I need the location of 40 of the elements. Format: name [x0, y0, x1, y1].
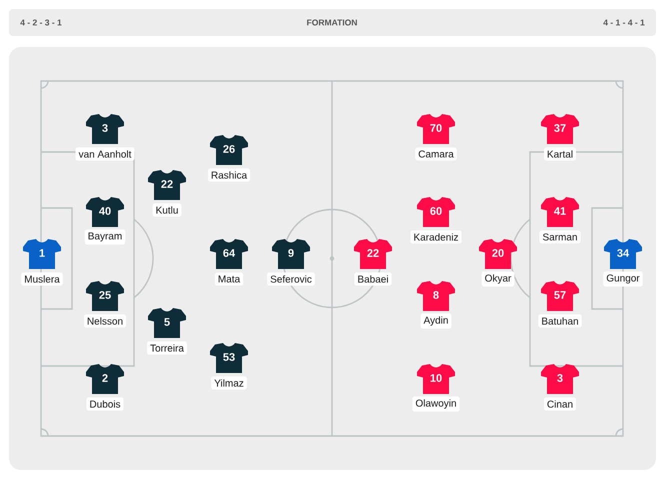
- name-label: Muslera: [21, 272, 63, 286]
- shirt: 70: [417, 114, 455, 144]
- shirt: 41: [541, 197, 579, 227]
- name-label: Torreira: [147, 341, 187, 355]
- shirt: 1: [23, 239, 61, 269]
- name-label: Aydin: [420, 313, 452, 329]
- shirt: 64: [210, 239, 248, 269]
- shirt: 37: [541, 114, 579, 144]
- shirt: 9: [272, 239, 310, 269]
- name-label: Okyar: [482, 271, 514, 287]
- shirt: 26: [210, 135, 248, 165]
- shirt: 53: [210, 343, 248, 373]
- title: FORMATION: [307, 20, 357, 26]
- shirt: 25: [86, 281, 124, 311]
- name-label: Seferovic: [267, 272, 315, 286]
- shirt: 3: [541, 364, 579, 394]
- name-label: Karadeniz: [410, 230, 462, 244]
- shirt: 22: [148, 170, 186, 200]
- name-label: Camara: [415, 147, 457, 161]
- shirt: 5: [148, 308, 186, 338]
- name-label: Olawoyin: [412, 396, 460, 412]
- formation-label: 4 - 1 - 4 - 1: [603, 20, 645, 26]
- formation-label: 4 - 2 - 3 - 1: [20, 20, 62, 26]
- shirt: 34: [604, 239, 642, 269]
- shirt: 20: [479, 239, 517, 269]
- shirt: 40: [86, 197, 124, 227]
- name-label: Kutlu: [152, 203, 182, 217]
- name-label: Mata: [214, 272, 244, 286]
- name-label: Batuhan: [538, 314, 582, 328]
- name-label: Gungor: [603, 271, 643, 287]
- name-label: Bayram: [84, 230, 126, 244]
- shirt: 10: [417, 364, 455, 394]
- name-label: Yilmaz: [211, 376, 247, 390]
- name-label: van Aanholt: [76, 147, 134, 161]
- shirt: 3: [86, 114, 124, 144]
- shirt: 57: [541, 281, 579, 311]
- shirt: 2: [86, 364, 124, 394]
- shirt: 8: [417, 281, 455, 311]
- shirt: 60: [417, 197, 455, 227]
- shirt: 22: [354, 239, 392, 269]
